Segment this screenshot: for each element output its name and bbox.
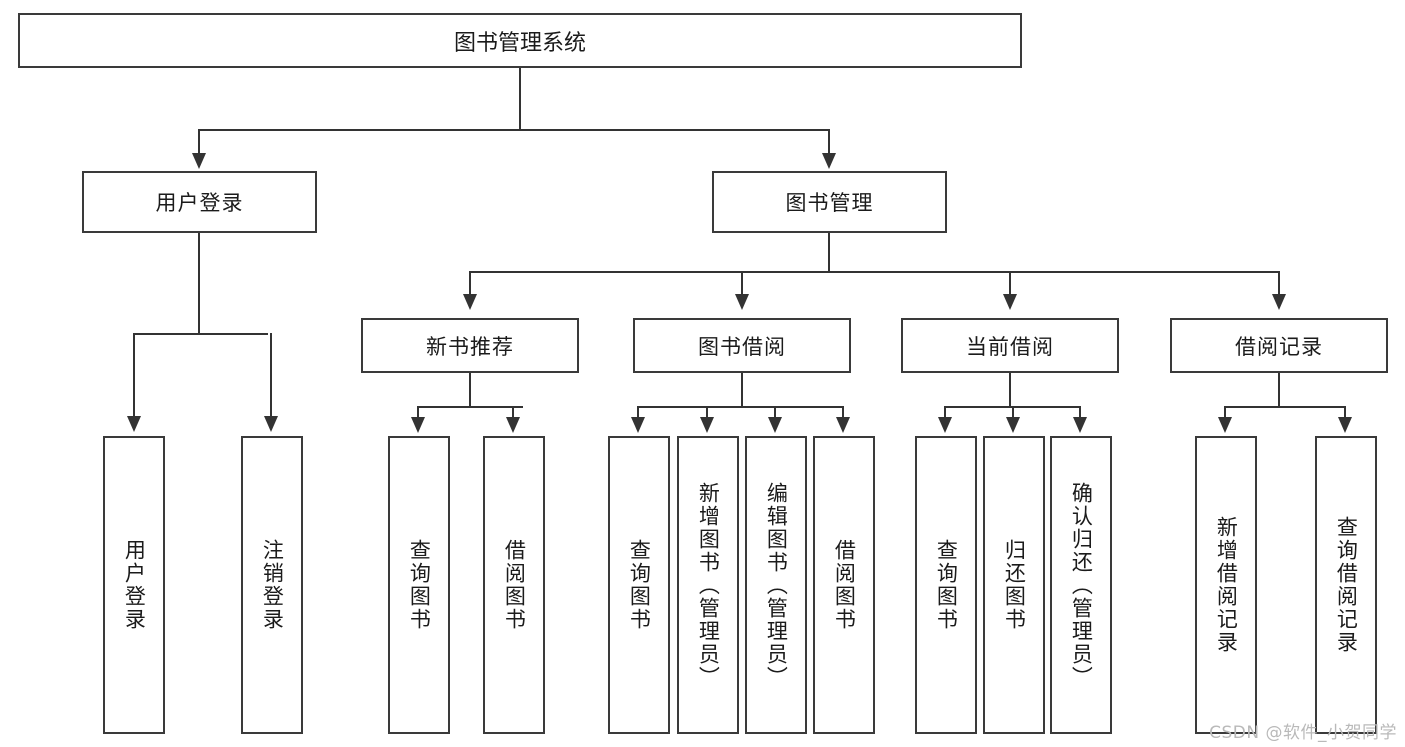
- edge-cb-to-leaf-2: [1012, 406, 1014, 418]
- arrow-cb-to-leaf-3: [1073, 417, 1087, 433]
- node-label: 新增图书（管理员）: [696, 481, 721, 689]
- edge-bm-to-new-book: [469, 271, 471, 296]
- node-label: 查询借阅记录: [1334, 516, 1359, 654]
- node-label: 确认归还（管理员）: [1069, 481, 1094, 689]
- edge-bb-to-leaf-3: [774, 406, 776, 418]
- edge-bm-to-current-borrow: [1009, 271, 1011, 296]
- edge-bb-to-leaf-4: [842, 406, 844, 418]
- edge-root-bar: [198, 129, 830, 131]
- arrow-bm-to-current-borrow: [1003, 294, 1017, 310]
- arrow-user-login-to-leaf-2: [264, 416, 278, 432]
- edge-user-login-stem: [198, 233, 200, 334]
- arrow-br-to-leaf-1: [1218, 417, 1232, 433]
- edge-new-book-stem: [469, 373, 471, 407]
- arrow-bm-to-book-borrow: [735, 294, 749, 310]
- node-label: 借阅记录: [1235, 334, 1323, 359]
- leaf-logout[interactable]: 注销登录: [241, 436, 303, 734]
- node-label: 用户登录: [155, 191, 244, 215]
- arrow-new-book-to-leaf-2: [506, 417, 520, 433]
- edge-new-book-to-leaf-2: [512, 406, 514, 418]
- node-current-borrow[interactable]: 当前借阅: [901, 318, 1119, 373]
- leaf-return-book[interactable]: 归还图书: [983, 436, 1045, 734]
- node-label: 注销登录: [260, 539, 285, 631]
- edge-new-book-to-leaf-1: [417, 406, 419, 418]
- node-label: 查询图书: [627, 539, 652, 631]
- edge-book-borrow-bar: [637, 406, 843, 408]
- leaf-book-borrow-query[interactable]: 查询图书: [608, 436, 670, 734]
- leaf-user-login[interactable]: 用户登录: [103, 436, 165, 734]
- edge-root-stem: [519, 68, 521, 130]
- edge-bm-to-book-borrow: [741, 271, 743, 296]
- leaf-add-borrow-record[interactable]: 新增借阅记录: [1195, 436, 1257, 734]
- node-label: 图书管理系统: [453, 30, 586, 56]
- node-book-borrow[interactable]: 图书借阅: [633, 318, 851, 373]
- edge-bb-to-leaf-1: [637, 406, 639, 418]
- leaf-book-add-admin[interactable]: 新增图书（管理员）: [677, 436, 739, 734]
- node-label: 当前借阅: [966, 334, 1054, 359]
- leaf-book-edit-admin[interactable]: 编辑图书（管理员）: [745, 436, 807, 734]
- edge-borrow-record-stem: [1278, 373, 1280, 407]
- edge-bm-to-borrow-record: [1278, 271, 1280, 296]
- edge-current-borrow-stem: [1009, 373, 1011, 407]
- leaf-current-borrow-query[interactable]: 查询图书: [915, 436, 977, 734]
- arrow-bb-to-leaf-3: [768, 417, 782, 433]
- edge-br-to-leaf-2: [1344, 406, 1346, 418]
- node-book-management[interactable]: 图书管理: [712, 171, 947, 233]
- arrow-new-book-to-leaf-1: [411, 417, 425, 433]
- node-label: 查询图书: [934, 539, 959, 631]
- edge-book-borrow-stem: [741, 373, 743, 407]
- arrow-bb-to-leaf-2: [700, 417, 714, 433]
- edge-bb-to-leaf-2: [706, 406, 708, 418]
- node-new-book-recommend[interactable]: 新书推荐: [361, 318, 579, 373]
- leaf-new-book-borrow[interactable]: 借阅图书: [483, 436, 545, 734]
- arrow-bm-to-borrow-record: [1272, 294, 1286, 310]
- watermark: CSDN @软件_小贺同学: [1209, 723, 1397, 743]
- leaf-confirm-return-admin[interactable]: 确认归还（管理员）: [1050, 436, 1112, 734]
- arrow-root-to-book-management: [822, 153, 836, 169]
- node-label: 新书推荐: [426, 334, 514, 359]
- arrow-cb-to-leaf-1: [938, 417, 952, 433]
- node-label: 新增借阅记录: [1214, 516, 1239, 654]
- edge-book-management-bar: [469, 271, 1279, 273]
- edge-user-login-to-leaf-2: [270, 333, 272, 417]
- edge-borrow-record-bar: [1224, 406, 1346, 408]
- edge-book-management-stem: [828, 233, 830, 272]
- arrow-bm-to-new-book: [463, 294, 477, 310]
- arrow-root-to-user-login: [192, 153, 206, 169]
- leaf-book-borrow-action[interactable]: 借阅图书: [813, 436, 875, 734]
- edge-new-book-bar: [417, 406, 523, 408]
- node-root-book-management-system[interactable]: 图书管理系统: [18, 13, 1022, 68]
- edge-cb-to-leaf-1: [944, 406, 946, 418]
- node-label: 用户登录: [122, 539, 147, 631]
- arrow-bb-to-leaf-1: [631, 417, 645, 433]
- edge-user-login-to-leaf-1: [133, 333, 135, 417]
- arrow-cb-to-leaf-2: [1006, 417, 1020, 433]
- node-label: 归还图书: [1002, 539, 1027, 631]
- node-label: 借阅图书: [832, 539, 857, 631]
- edge-user-login-bar: [133, 333, 268, 335]
- edge-root-to-user-login: [198, 129, 200, 155]
- edge-br-to-leaf-1: [1224, 406, 1226, 418]
- node-label: 图书管理: [785, 191, 874, 215]
- node-label: 编辑图书（管理员）: [764, 481, 789, 689]
- arrow-user-login-to-leaf-1: [127, 416, 141, 432]
- node-label: 图书借阅: [698, 334, 786, 359]
- leaf-new-book-query[interactable]: 查询图书: [388, 436, 450, 734]
- leaf-query-borrow-record[interactable]: 查询借阅记录: [1315, 436, 1377, 734]
- arrow-br-to-leaf-2: [1338, 417, 1352, 433]
- edge-root-to-book-management: [828, 129, 830, 155]
- node-user-login[interactable]: 用户登录: [82, 171, 317, 233]
- arrow-bb-to-leaf-4: [836, 417, 850, 433]
- edge-cb-to-leaf-3: [1079, 406, 1081, 418]
- node-borrow-record[interactable]: 借阅记录: [1170, 318, 1388, 373]
- node-label: 借阅图书: [502, 539, 527, 631]
- node-label: 查询图书: [407, 539, 432, 631]
